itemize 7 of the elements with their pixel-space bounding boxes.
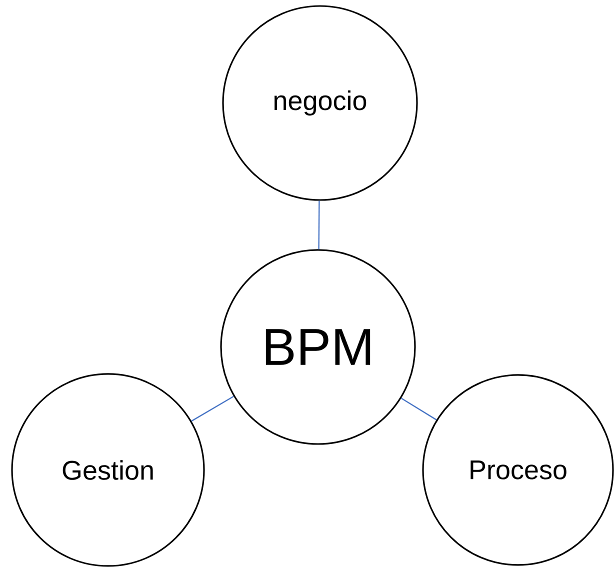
connector-line xyxy=(400,398,437,420)
circle-node: negocio xyxy=(222,5,418,201)
circle-node: BPM xyxy=(220,249,416,445)
connector-line xyxy=(191,396,234,422)
circle-node: Gestion xyxy=(11,373,205,567)
connector-line xyxy=(318,200,320,250)
circle-node: Proceso xyxy=(422,374,614,566)
